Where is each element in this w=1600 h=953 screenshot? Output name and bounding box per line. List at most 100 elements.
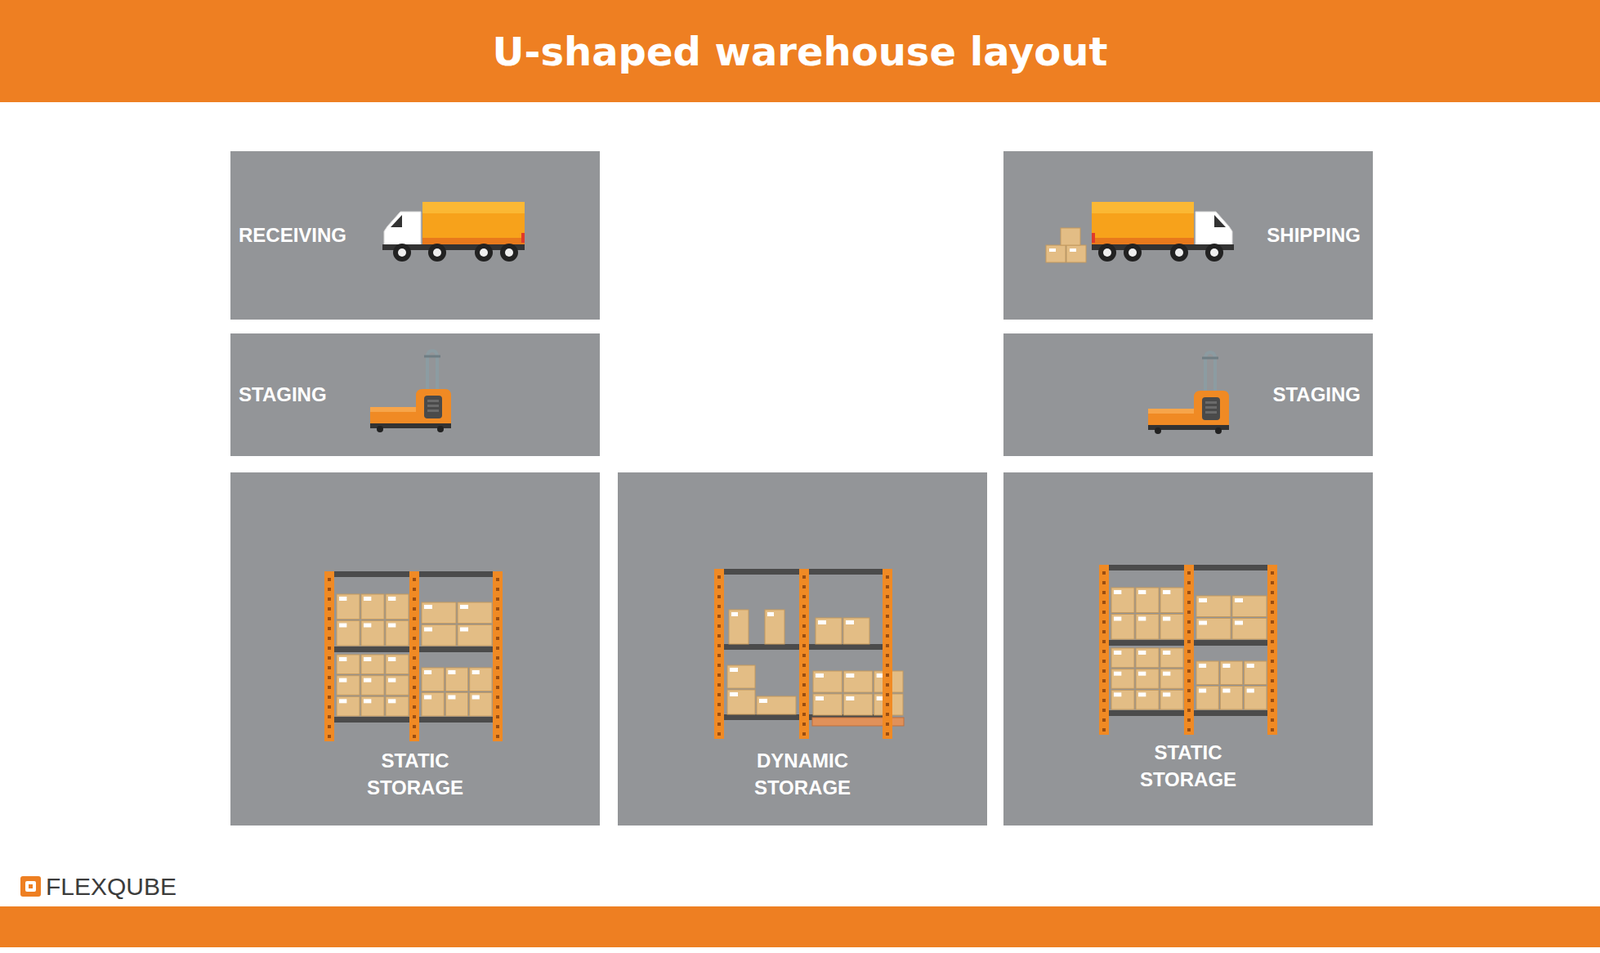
upright-hole <box>1102 728 1106 732</box>
carton <box>336 696 360 716</box>
logo-text: FLEXQUBE <box>45 872 177 901</box>
barcode-tag <box>388 698 396 703</box>
upright-hole <box>1102 669 1106 673</box>
barcode-tag <box>1162 589 1171 595</box>
barcode-tag <box>424 670 432 675</box>
carton <box>1135 689 1159 710</box>
barcode-tag <box>1234 598 1243 603</box>
upright-hole <box>717 653 721 657</box>
barcode-tag <box>815 696 824 701</box>
upright-hole <box>802 673 806 677</box>
barcode-tag <box>424 627 433 632</box>
barcode-tag <box>339 656 347 662</box>
upright-hole <box>496 734 500 738</box>
carton <box>1196 661 1219 685</box>
upright-hole <box>412 685 416 689</box>
upright-hole <box>1187 659 1191 663</box>
carton <box>815 617 842 644</box>
upright-hole <box>885 585 890 589</box>
carton <box>361 594 385 620</box>
upright-hole <box>496 626 500 631</box>
carton <box>1232 595 1267 617</box>
upright-hole <box>412 705 416 709</box>
barcode-tag <box>388 678 396 683</box>
carton <box>361 696 385 716</box>
upright-hole <box>1187 669 1191 673</box>
barcode-tag <box>363 596 371 601</box>
upright-hole <box>327 636 331 640</box>
upright-hole <box>1102 698 1106 702</box>
upright-hole <box>717 732 721 736</box>
barcode-tag <box>1198 663 1207 668</box>
barcode-tag <box>1222 688 1230 693</box>
upright-hole <box>1102 718 1106 722</box>
upright-hole <box>717 634 721 638</box>
static-shelf <box>1099 564 1278 735</box>
upright-hole <box>1187 728 1191 732</box>
barcode-tag <box>729 692 738 697</box>
carton <box>1196 686 1219 711</box>
carton <box>385 696 409 716</box>
upright-hole <box>717 712 721 716</box>
barcode-tag <box>759 698 768 703</box>
upright-hole <box>1187 620 1191 624</box>
barcode-tag <box>1234 621 1243 626</box>
upright-hole <box>327 705 331 709</box>
upright-hole <box>802 594 806 599</box>
upright-hole <box>717 604 721 608</box>
upright-hole <box>885 594 890 599</box>
upright-hole <box>1102 708 1106 712</box>
upright-hole <box>327 724 331 729</box>
upright-hole <box>717 722 721 726</box>
zone-box: STAGING <box>230 333 600 456</box>
upright-hole <box>327 626 331 631</box>
barcode-tag <box>339 698 347 703</box>
upright-hole <box>885 732 890 736</box>
zone-box: STAGING <box>1003 333 1373 456</box>
upright-hole <box>1270 610 1274 614</box>
upright-hole <box>1187 698 1191 702</box>
shelf-upright <box>714 568 725 739</box>
carton <box>1135 587 1159 613</box>
shelf-upright <box>409 571 420 742</box>
upright-hole <box>412 597 416 601</box>
barcode-tag <box>1198 688 1207 693</box>
upright-hole <box>885 624 890 628</box>
upright-hole <box>412 724 416 729</box>
carton <box>336 594 360 620</box>
barcode-tag <box>363 623 371 628</box>
upright-hole <box>1270 698 1274 702</box>
barcode-tag <box>388 623 396 628</box>
upright-hole <box>885 702 890 707</box>
upright-hole <box>1187 688 1191 693</box>
upright-hole <box>412 665 416 670</box>
upright-hole <box>1187 708 1191 712</box>
parcel-stack <box>1045 227 1087 263</box>
upright-hole <box>802 614 806 618</box>
logo-icon <box>20 875 41 897</box>
upright-hole <box>1270 639 1274 644</box>
barcode-tag <box>815 673 824 678</box>
carton <box>457 625 492 647</box>
upright-hole <box>1102 688 1106 693</box>
upright-hole <box>1102 659 1106 663</box>
barcode-tag <box>767 612 774 617</box>
carton <box>1111 614 1135 640</box>
barcode-tag <box>1138 671 1146 676</box>
upright-hole <box>717 585 721 589</box>
shelf-upright <box>324 571 335 742</box>
barcode-tag <box>731 612 738 617</box>
upright-hole <box>885 663 890 667</box>
upright-hole <box>1102 581 1106 585</box>
zone-label: RECEIVING <box>238 222 347 249</box>
zone-label: STATIC STORAGE <box>1126 739 1250 793</box>
upright-hole <box>412 616 416 621</box>
barcode-tag <box>845 696 854 701</box>
barcode-tag <box>339 596 347 601</box>
upright-hole <box>1187 718 1191 722</box>
upright-hole <box>1187 630 1191 634</box>
upright-hole <box>717 663 721 667</box>
receiving-truck <box>382 201 525 262</box>
carton <box>361 654 385 675</box>
